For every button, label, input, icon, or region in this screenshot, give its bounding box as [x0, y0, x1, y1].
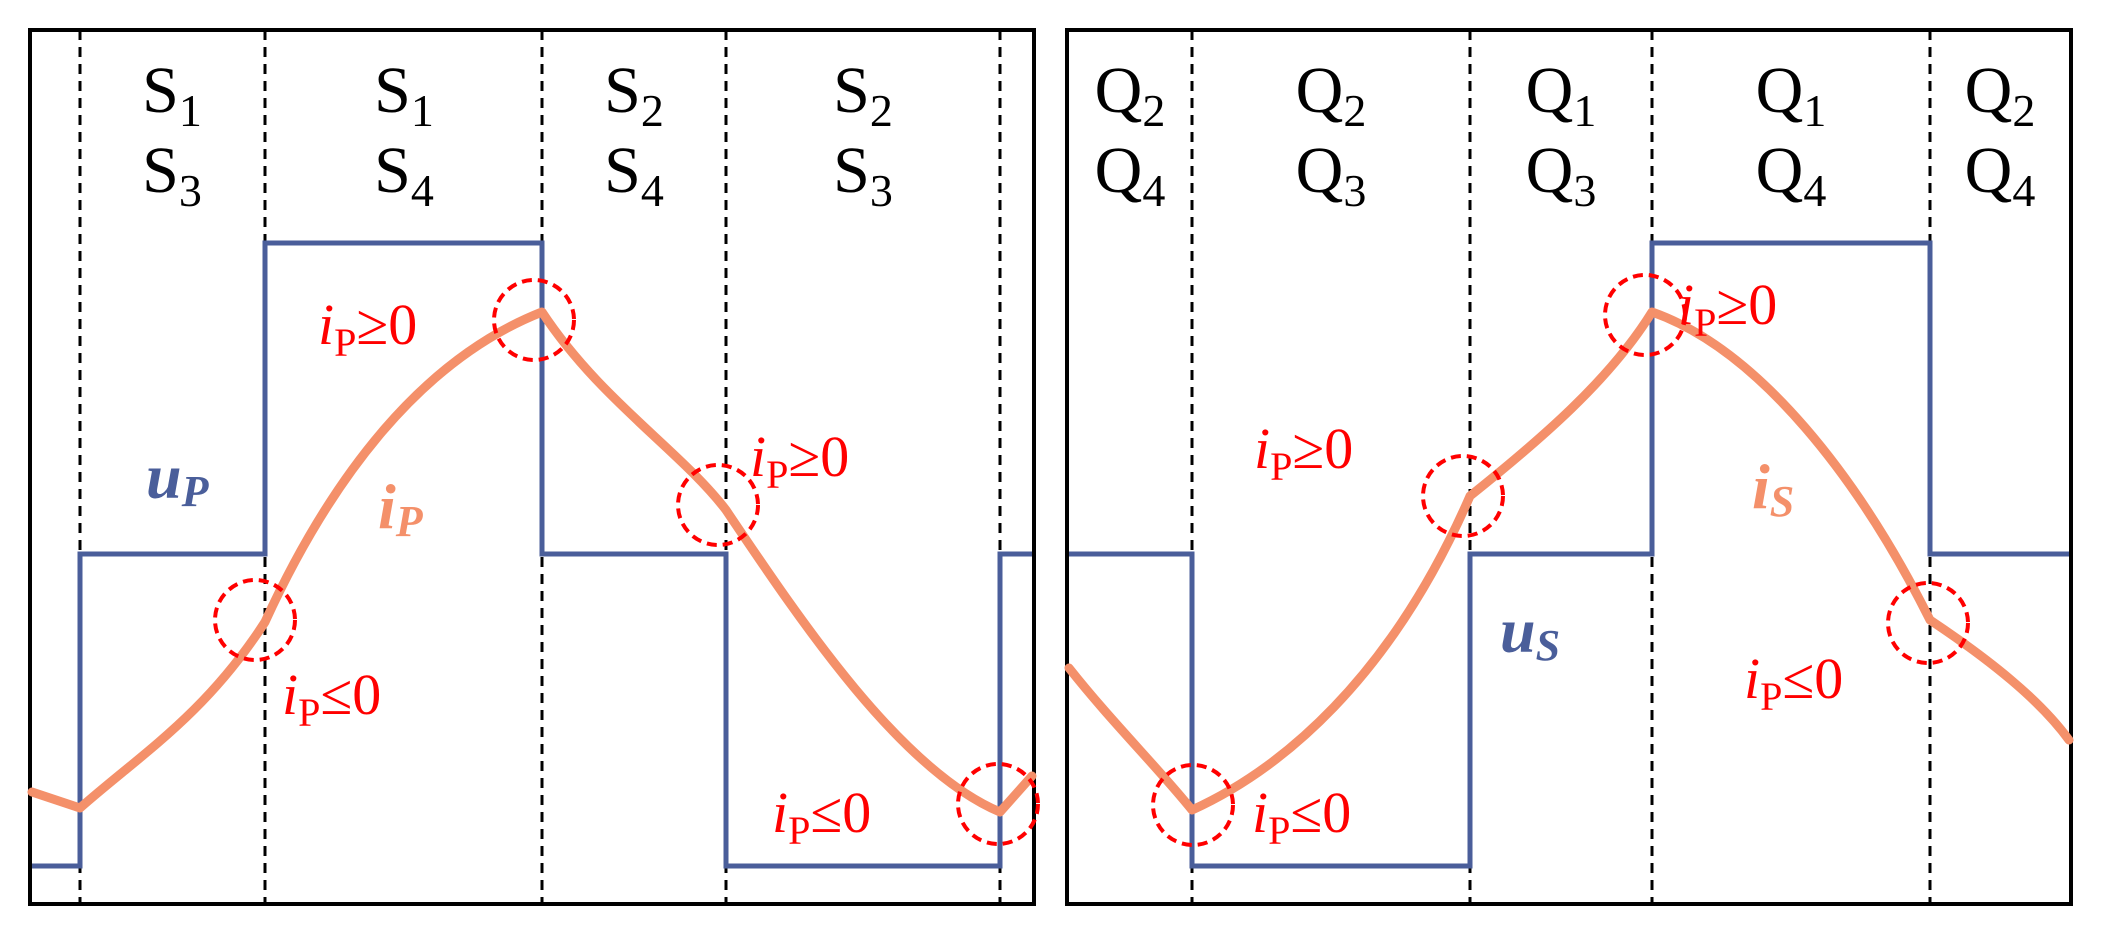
current-label: iP	[378, 471, 424, 546]
current-condition-annotation: iP≥0	[1254, 416, 1353, 489]
voltage-waveform-us	[1069, 240, 2069, 869]
switch-state-top: Q2	[1095, 54, 1166, 136]
switch-state-top: Q2	[1965, 54, 2036, 136]
commutation-marker	[1421, 454, 1505, 538]
commutation-marker	[1886, 581, 1970, 665]
current-waveform-ip	[27, 307, 1037, 817]
switch-state-top: Q1	[1756, 54, 1827, 136]
commutation-marker	[1603, 273, 1687, 357]
commutation-marker	[956, 762, 1040, 846]
switch-state-bottom: S4	[374, 134, 434, 216]
current-waveform-is	[1064, 307, 2074, 815]
voltage-label: uP	[146, 441, 210, 516]
left-panel: S1 S3 S1 S4 S2 S4 S2 S3 uP iP iP≥0 iP≥0 …	[27, 28, 1040, 906]
current-condition-annotation: iP≤0	[282, 662, 381, 735]
voltage-waveform-up	[32, 240, 1032, 869]
switch-state-top: Q2	[1296, 54, 1367, 136]
current-condition-annotation: iP≥0	[318, 292, 417, 365]
commutation-marker	[213, 578, 297, 662]
right-panel-frame	[1065, 28, 2073, 906]
switch-state-bottom: Q3	[1296, 134, 1367, 216]
commutation-marker	[1151, 763, 1235, 847]
right-panel: Q2 Q4 Q2 Q3 Q1 Q3 Q1 Q4 Q2 Q4 uS iS iP≥0…	[1064, 28, 2074, 906]
voltage-label: uS	[1500, 595, 1560, 670]
current-condition-annotation: iP≤0	[772, 780, 871, 853]
current-condition-annotation: iP≥0	[750, 424, 849, 497]
switch-state-bottom: Q3	[1526, 134, 1597, 216]
switch-state-top: S1	[374, 54, 434, 136]
current-condition-annotation: iP≤0	[1252, 780, 1351, 853]
switch-state-top: S1	[142, 54, 202, 136]
switch-state-bottom: Q4	[1095, 134, 1166, 216]
left-switch-states: S1 S3 S1 S4 S2 S4 S2 S3	[142, 54, 893, 216]
switch-state-bottom: S3	[833, 134, 893, 216]
switch-state-bottom: Q4	[1965, 134, 2036, 216]
commutation-marker	[492, 278, 576, 362]
switch-state-top: Q1	[1526, 54, 1597, 136]
current-label: iS	[1752, 451, 1794, 526]
commutation-marker	[676, 463, 760, 547]
left-panel-frame	[28, 28, 1036, 906]
switch-state-bottom: Q4	[1756, 134, 1827, 216]
switch-state-bottom: S3	[142, 134, 202, 216]
switch-state-top: S2	[833, 54, 893, 136]
current-condition-annotation: iP≥0	[1678, 272, 1777, 345]
switch-state-top: S2	[604, 54, 664, 136]
current-condition-annotation: iP≤0	[1744, 646, 1843, 719]
switch-state-bottom: S4	[604, 134, 664, 216]
right-switch-states: Q2 Q4 Q2 Q3 Q1 Q3 Q1 Q4 Q2 Q4	[1095, 54, 2036, 216]
